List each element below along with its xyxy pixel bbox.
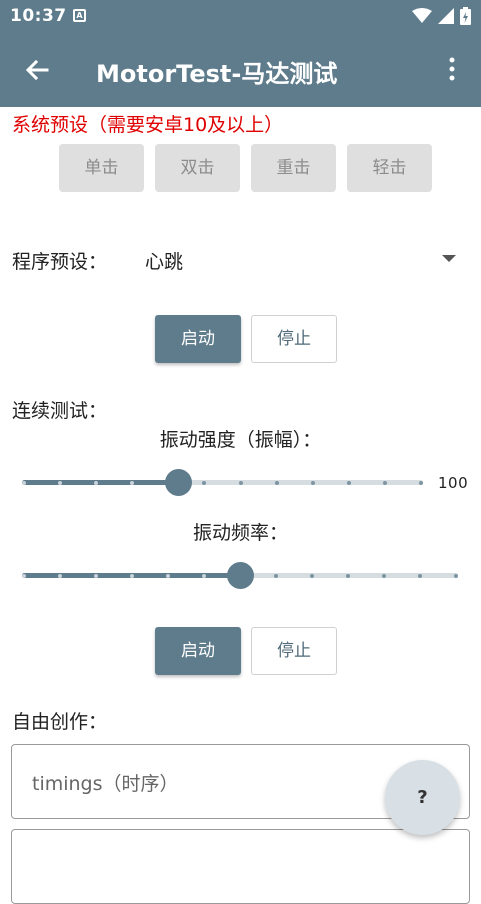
- more-vert-icon[interactable]: [445, 56, 459, 84]
- free-creation-label: 自由创作：: [12, 711, 108, 733]
- slider-track: [22, 480, 423, 485]
- slider-tick: [22, 573, 26, 578]
- slider-tick: [22, 480, 26, 485]
- slider-tick: [310, 480, 315, 485]
- slider-tick: [94, 480, 99, 485]
- slider-tick: [130, 480, 135, 485]
- slider-thumb[interactable]: [226, 562, 254, 589]
- amplitude-value: 100: [438, 474, 469, 492]
- slider-tick: [202, 480, 207, 485]
- battery-charging-icon: [460, 7, 471, 25]
- slider-tick: [382, 573, 386, 578]
- status-bar: 10:37 A: [0, 0, 481, 32]
- slider-tick: [454, 573, 458, 578]
- slider-thumb[interactable]: [164, 469, 192, 496]
- status-icons: [412, 7, 471, 25]
- amplitudes-input[interactable]: [11, 829, 470, 904]
- slider-tick: [418, 573, 422, 578]
- slider-tick: [202, 573, 206, 578]
- dropdown-arrow-icon[interactable]: [442, 255, 456, 262]
- double-click-button[interactable]: 双击: [155, 144, 240, 192]
- amplitude-label: 振动强度（振幅）：: [159, 429, 322, 451]
- help-fab[interactable]: ?: [385, 760, 460, 835]
- wifi-icon: [412, 8, 432, 23]
- arrow-left-icon[interactable]: [22, 55, 52, 85]
- slider-tick: [310, 573, 314, 578]
- amplitude-slider[interactable]: [22, 467, 423, 497]
- slider-tick: [346, 573, 350, 578]
- signal-icon: [438, 8, 454, 24]
- frequency-label: 振动频率：: [192, 522, 288, 544]
- heavy-click-button[interactable]: 重击: [251, 144, 336, 192]
- slider-tick: [130, 573, 134, 578]
- app-title: MotorTest-马达测试: [96, 60, 338, 88]
- program-preset-dropdown[interactable]: 心跳: [145, 251, 184, 273]
- slider-tick: [94, 573, 98, 578]
- main-content: 系统预设（需要安卓10及以上） 单击 双击 重击 轻击 程序预设： 心跳 启动 …: [0, 107, 481, 904]
- frequency-slider[interactable]: [22, 560, 458, 590]
- program-stop-button[interactable]: 停止: [251, 315, 337, 363]
- slider-tick: [346, 480, 351, 485]
- system-presets-title: 系统预设（需要安卓10及以上）: [12, 114, 284, 136]
- continuous-test-label: 连续测试：: [12, 400, 108, 422]
- slider-tick: [274, 573, 278, 578]
- slider-tick: [382, 480, 387, 485]
- slider-tick: [419, 480, 423, 485]
- slider-tick: [274, 480, 279, 485]
- slider-tick: [58, 480, 63, 485]
- light-click-button[interactable]: 轻击: [347, 144, 432, 192]
- slider-tick: [58, 573, 62, 578]
- notification-icon: A: [73, 9, 86, 22]
- timings-placeholder: timings（时序）: [32, 773, 179, 795]
- app-bar: MotorTest-马达测试: [0, 32, 481, 107]
- program-start-button[interactable]: 启动: [155, 315, 241, 363]
- program-presets-label: 程序预设：: [12, 251, 108, 273]
- continuous-start-button[interactable]: 启动: [155, 627, 241, 675]
- single-click-button[interactable]: 单击: [59, 144, 144, 192]
- slider-tick: [238, 480, 243, 485]
- continuous-stop-button[interactable]: 停止: [251, 627, 337, 675]
- status-time: 10:37: [10, 6, 67, 26]
- slider-tick: [166, 573, 170, 578]
- slider-fill: [22, 480, 179, 485]
- timings-input[interactable]: timings（时序）: [11, 744, 470, 819]
